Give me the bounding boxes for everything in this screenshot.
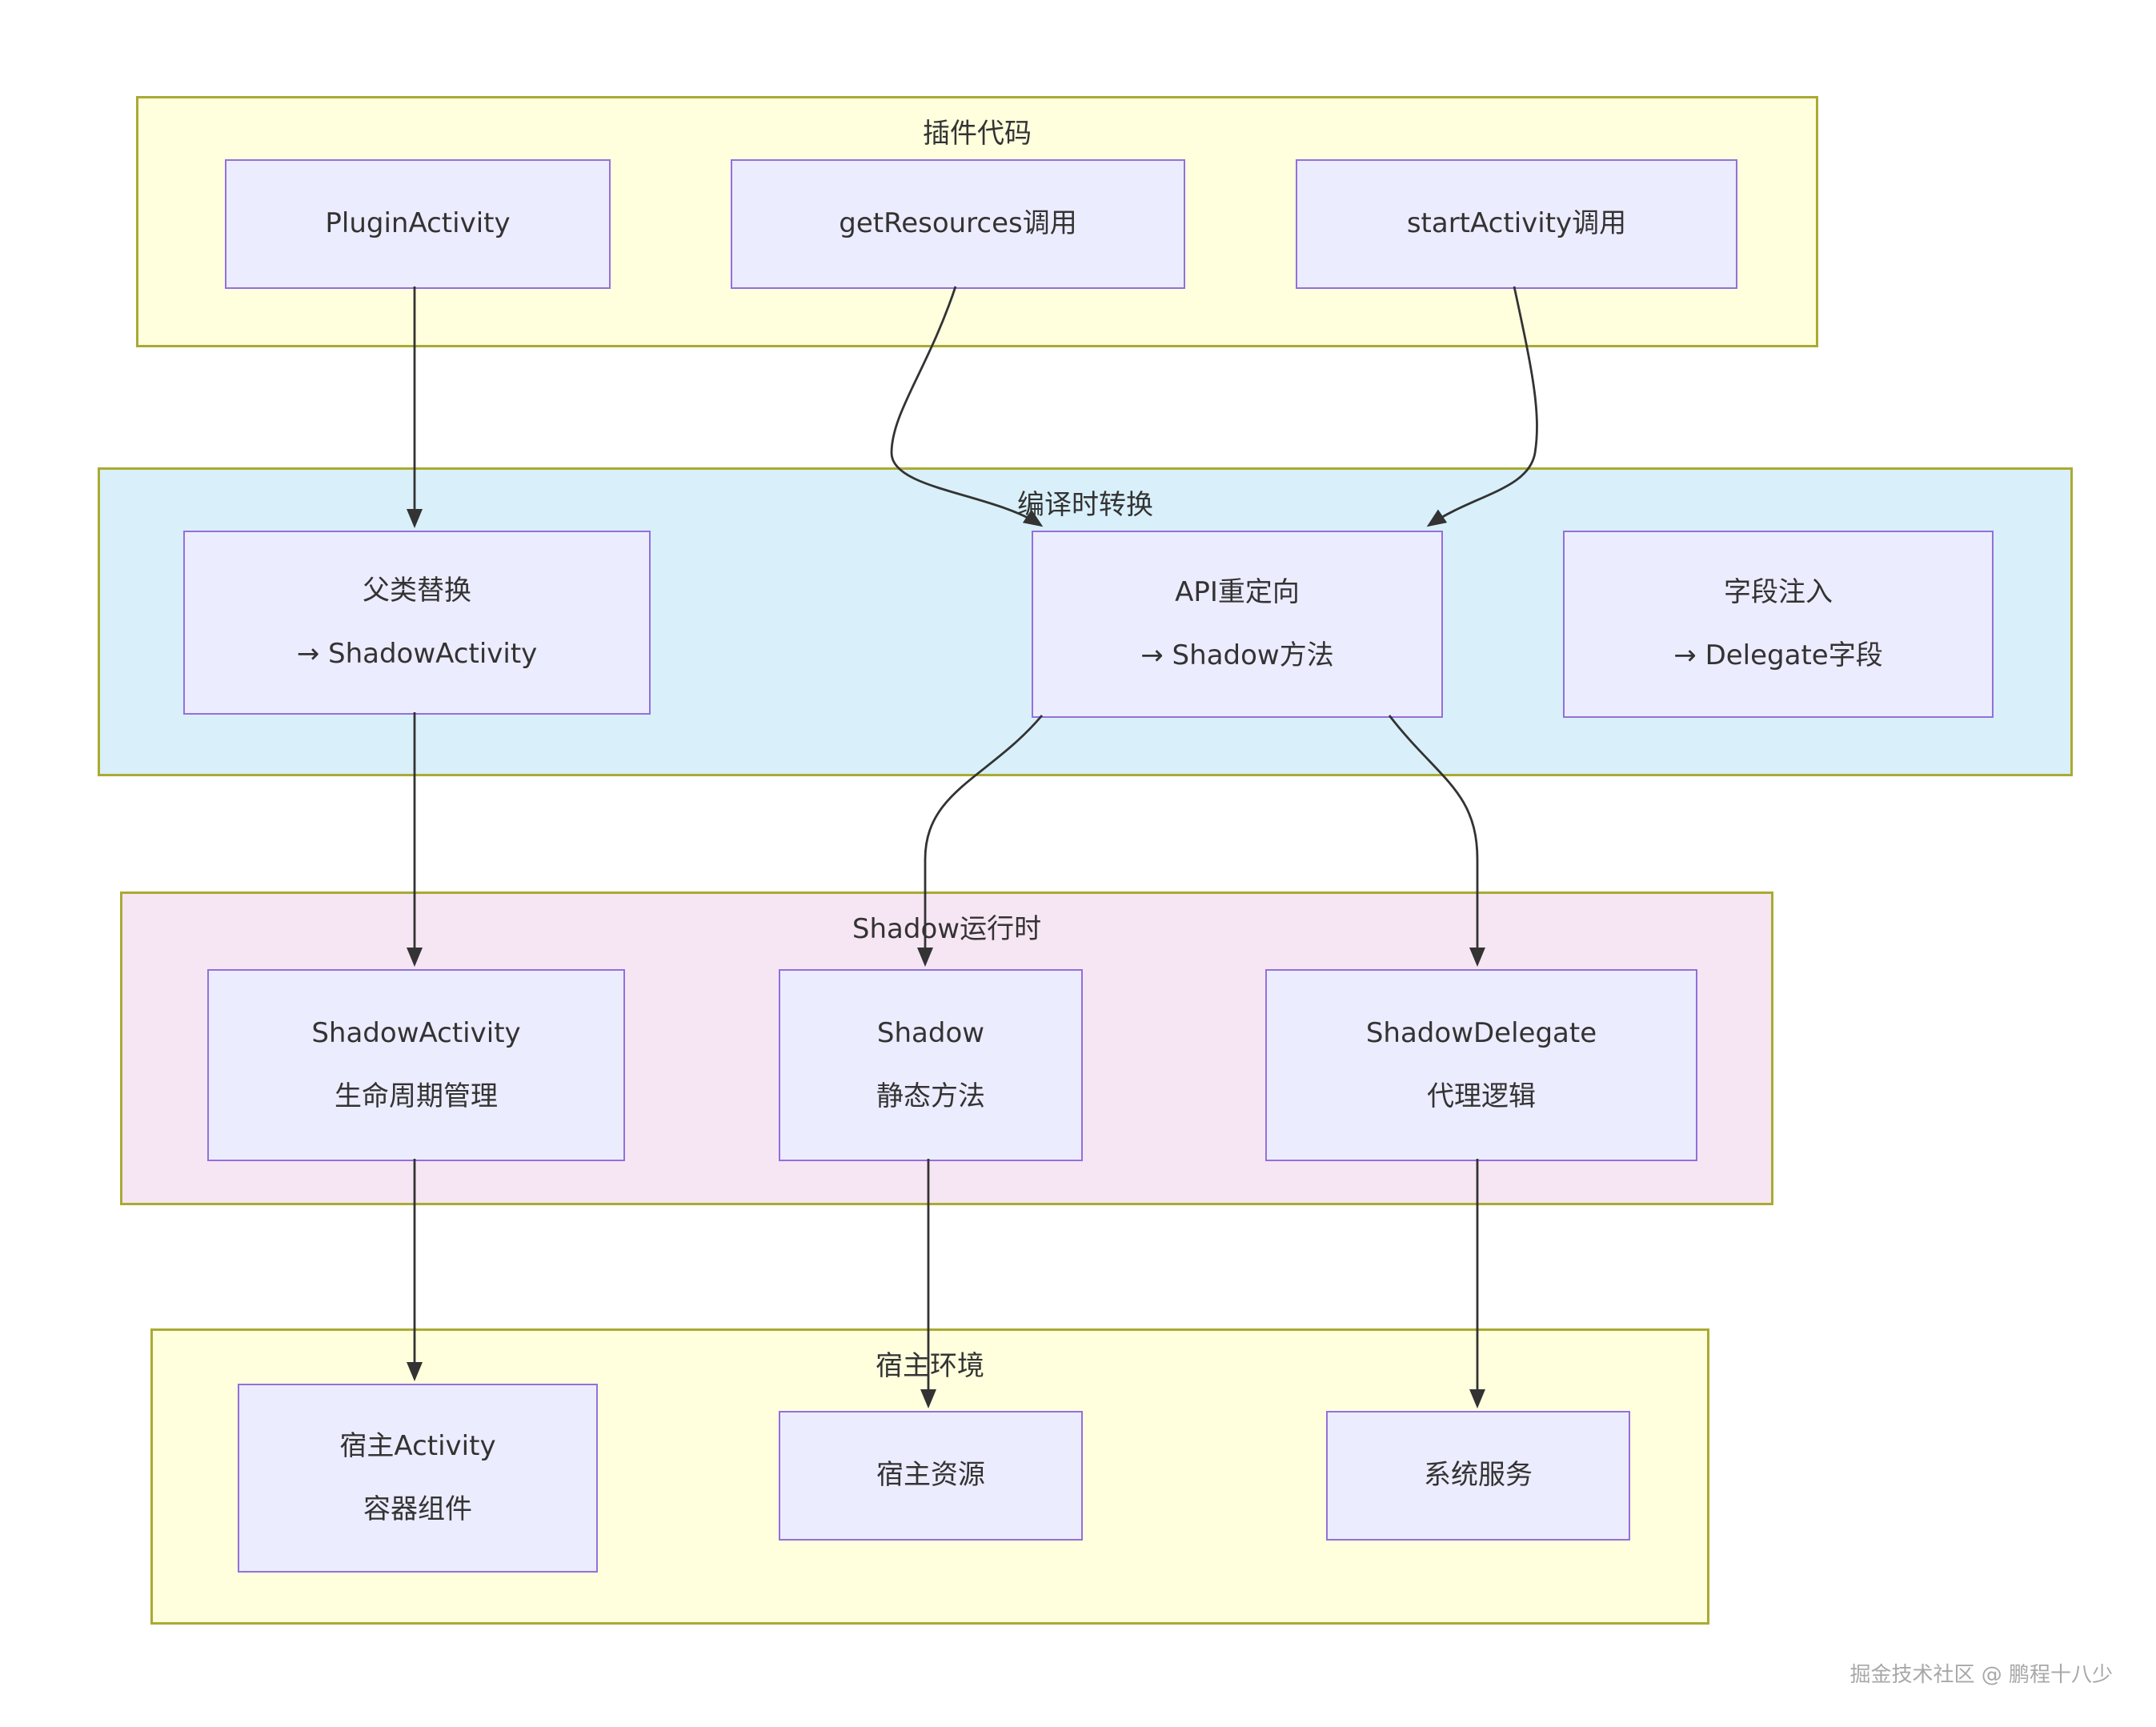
node-parent-replace: 父类替换 → ShadowActivity [183,531,651,715]
node-label: 生命周期管理 [335,1080,498,1112]
node-plugin-activity: PluginActivity [225,159,611,289]
node-label: 父类替换 [363,574,471,607]
section-title-shadow-runtime: Shadow运行时 [852,913,1042,945]
section-plugin-code: 插件代码 PluginActivity getResources调用 startAct… [136,96,1818,347]
node-label: startActivity调用 [1406,207,1627,240]
node-label: → Delegate字段 [1673,639,1883,671]
node-system-service: 系统服务 [1326,1411,1630,1541]
node-label: → ShadowActivity [296,638,538,670]
node-label: 容器组件 [363,1493,472,1525]
node-label: 静态方法 [876,1080,985,1112]
node-label: getResources调用 [839,207,1077,240]
node-label: 宿主Activity [339,1429,496,1462]
section-compile-transform: 编译时转换父类替换 → ShadowActivity API重定向 → Shadow方… [98,467,2073,776]
node-label: PluginActivity [325,207,511,240]
node-label: ShadowActivity [311,1016,521,1049]
section-host-env: 宿主环境宿主Activity 容器组件 宿主资源 系统服务 [150,1328,1709,1625]
node-shadow-activity: ShadowActivity 生命周期管理 [207,969,625,1161]
node-start-activity: startActivity调用 [1296,159,1737,289]
section-title-compile-transform: 编译时转换 [1017,489,1153,521]
node-host-activity: 宿主Activity 容器组件 [238,1384,598,1573]
node-label: 代理逻辑 [1427,1080,1536,1112]
node-api-redirect: API重定向 → Shadow方法 [1032,531,1443,718]
node-host-resources: 宿主资源 [779,1411,1083,1541]
node-field-inject: 字段注入 → Delegate字段 [1563,531,1994,718]
node-label: 宿主资源 [876,1459,985,1492]
node-label: API重定向 [1175,575,1300,608]
watermark: 掘金技术社区 @ 鹏程十八少 [1849,1663,2113,1687]
node-label: 字段注入 [1724,575,1833,608]
node-shadow-delegate: ShadowDelegate 代理逻辑 [1265,969,1697,1161]
section-title-host-env: 宿主环境 [876,1350,984,1382]
node-shadow-static: Shadow 静态方法 [779,969,1083,1161]
section-title-plugin-code: 插件代码 [923,118,1032,150]
node-label: → Shadow方法 [1140,639,1334,671]
node-get-resources: getResources调用 [731,159,1185,289]
node-label: Shadow [876,1016,985,1049]
node-label: 系统服务 [1424,1459,1533,1492]
node-label: ShadowDelegate [1365,1016,1597,1049]
